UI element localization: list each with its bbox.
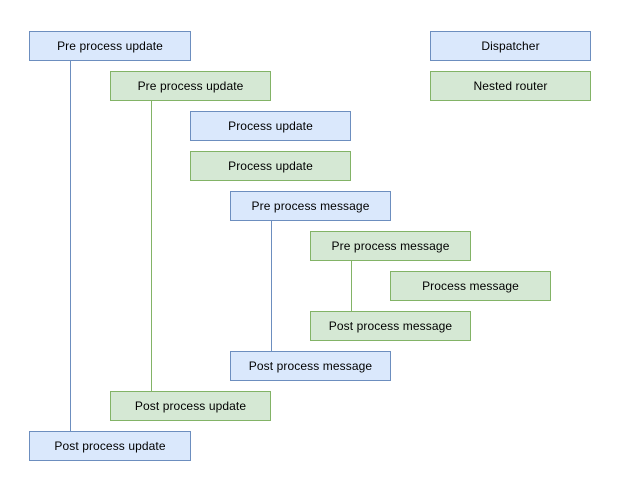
node-label: Post process message [248,359,373,373]
node-label: Post process update [134,399,247,413]
flow-node[interactable]: Post process message [230,351,391,381]
legend-item-nested[interactable]: Nested router [430,71,591,101]
flow-node[interactable]: Pre process message [310,231,471,261]
legend-item-dispatcher[interactable]: Dispatcher [430,31,591,61]
flow-node[interactable]: Post process update [29,431,191,461]
node-label: Pre process update [57,39,163,53]
flow-node[interactable]: Pre process update [29,31,191,61]
node-label: Process update [228,119,313,133]
flow-node[interactable]: Post process update [110,391,271,421]
connector-line [271,221,272,351]
node-label: Post process message [328,319,453,333]
node-label: Pre process message [251,199,370,213]
node-label: Process message [422,279,519,293]
connector-line [151,101,152,391]
flow-node[interactable]: Pre process message [230,191,391,221]
node-label: Process update [228,159,313,173]
node-label: Pre process message [331,239,450,253]
flow-node[interactable]: Pre process update [110,71,271,101]
node-label: Post process update [54,439,166,453]
node-label: Nested router [473,79,548,93]
flow-node[interactable]: Process update [190,151,351,181]
flow-node[interactable]: Post process message [310,311,471,341]
node-label: Pre process update [137,79,244,93]
node-label: Dispatcher [481,39,540,53]
connector-line [70,61,71,431]
connector-line [351,261,352,311]
flow-node[interactable]: Process message [390,271,551,301]
flow-node[interactable]: Process update [190,111,351,141]
